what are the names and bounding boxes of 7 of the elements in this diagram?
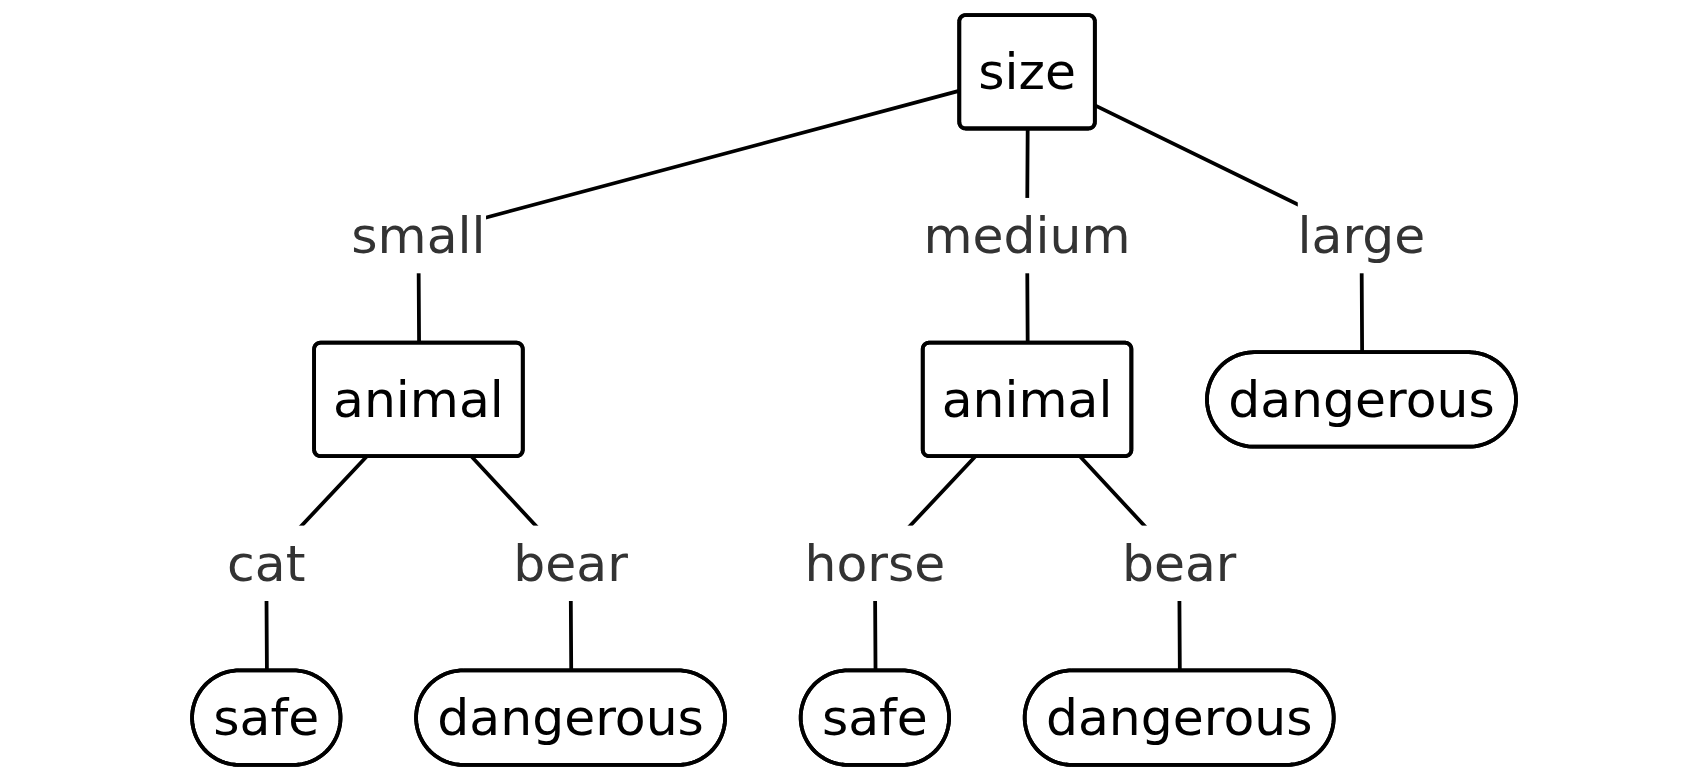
edge-label: large [1297, 206, 1426, 265]
edge-label: bear [1121, 534, 1237, 593]
edge-label: cat [227, 534, 306, 593]
edge-label: horse [804, 534, 946, 593]
edge-label: medium [923, 206, 1131, 265]
edge-label: small [351, 206, 486, 265]
edge-label: bear [513, 534, 628, 593]
